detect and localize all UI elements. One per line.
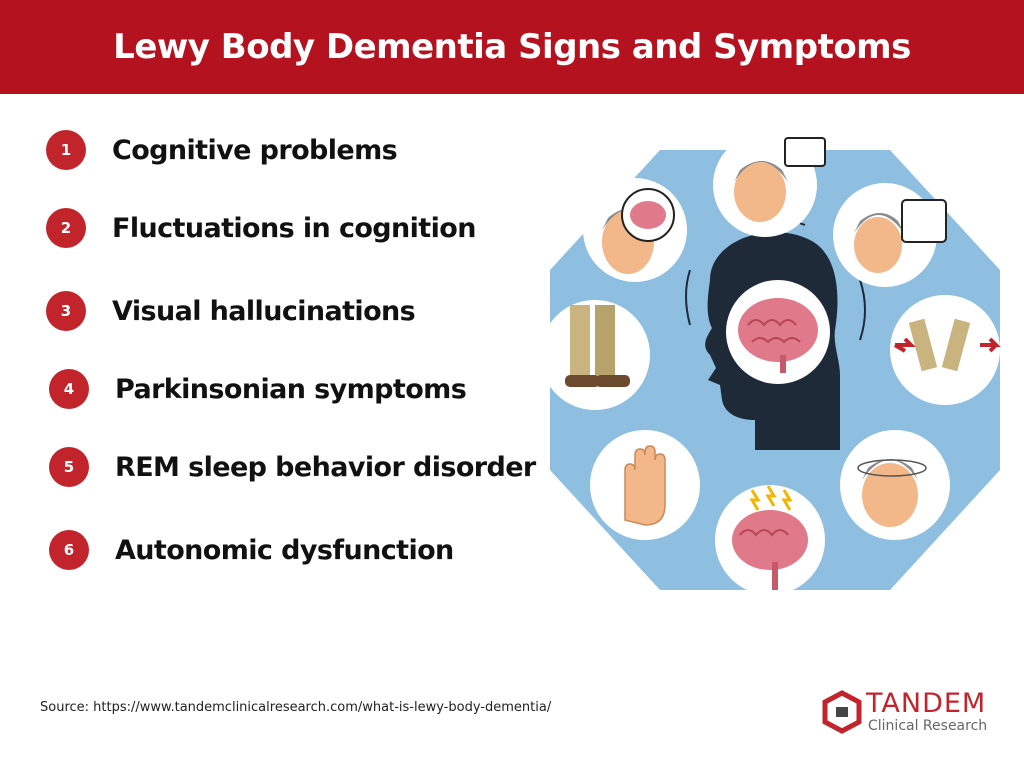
symptom-item-6: 6 Autonomic dysfunction (49, 530, 454, 570)
symptoms-illustration (540, 133, 1001, 595)
symptom-item-3: 3 Visual hallucinations (46, 291, 416, 331)
tandem-logo: TANDEM Clinical Research (820, 686, 1010, 736)
logo-brand-text: TANDEM (866, 688, 987, 719)
shocked-brain-icon (715, 485, 825, 595)
walking-legs-icon (890, 295, 1001, 405)
symptom-number-badge: 2 (46, 208, 86, 248)
symptom-label: Visual hallucinations (112, 295, 416, 327)
logo-subtitle: Clinical Research (868, 718, 988, 734)
trembling-hand-icon (590, 430, 700, 540)
symptom-number-badge: 6 (49, 530, 89, 570)
thinking-face-icon (713, 133, 826, 237)
symptom-label: Fluctuations in cognition (112, 212, 476, 244)
brain-profile-icon (583, 178, 687, 282)
symptom-number-badge: 4 (49, 369, 89, 409)
talking-face-icon (833, 183, 947, 287)
hexagon-logo-icon (822, 690, 862, 734)
symptom-number-badge: 1 (46, 130, 86, 170)
symptom-label: Cognitive problems (112, 134, 398, 166)
symptom-item-4: 4 Parkinsonian symptoms (49, 369, 467, 409)
shaking-legs-icon (540, 300, 650, 410)
symptom-item-5: 5 REM sleep behavior disorder (49, 447, 536, 487)
symptom-number-badge: 3 (46, 291, 86, 331)
symptom-label: Autonomic dysfunction (115, 534, 454, 566)
symptom-label: REM sleep behavior disorder (115, 451, 536, 483)
symptom-item-2: 2 Fluctuations in cognition (46, 208, 476, 248)
symptom-item-1: 1 Cognitive problems (46, 130, 398, 170)
symptom-number-badge: 5 (49, 447, 89, 487)
header-banner: Lewy Body Dementia Signs and Symptoms (0, 0, 1024, 94)
source-citation: Source: https://www.tandemclinicalresear… (40, 700, 552, 715)
symptom-label: Parkinsonian symptoms (115, 373, 467, 405)
dizzy-face-icon (840, 430, 950, 540)
page-title: Lewy Body Dementia Signs and Symptoms (113, 27, 911, 67)
